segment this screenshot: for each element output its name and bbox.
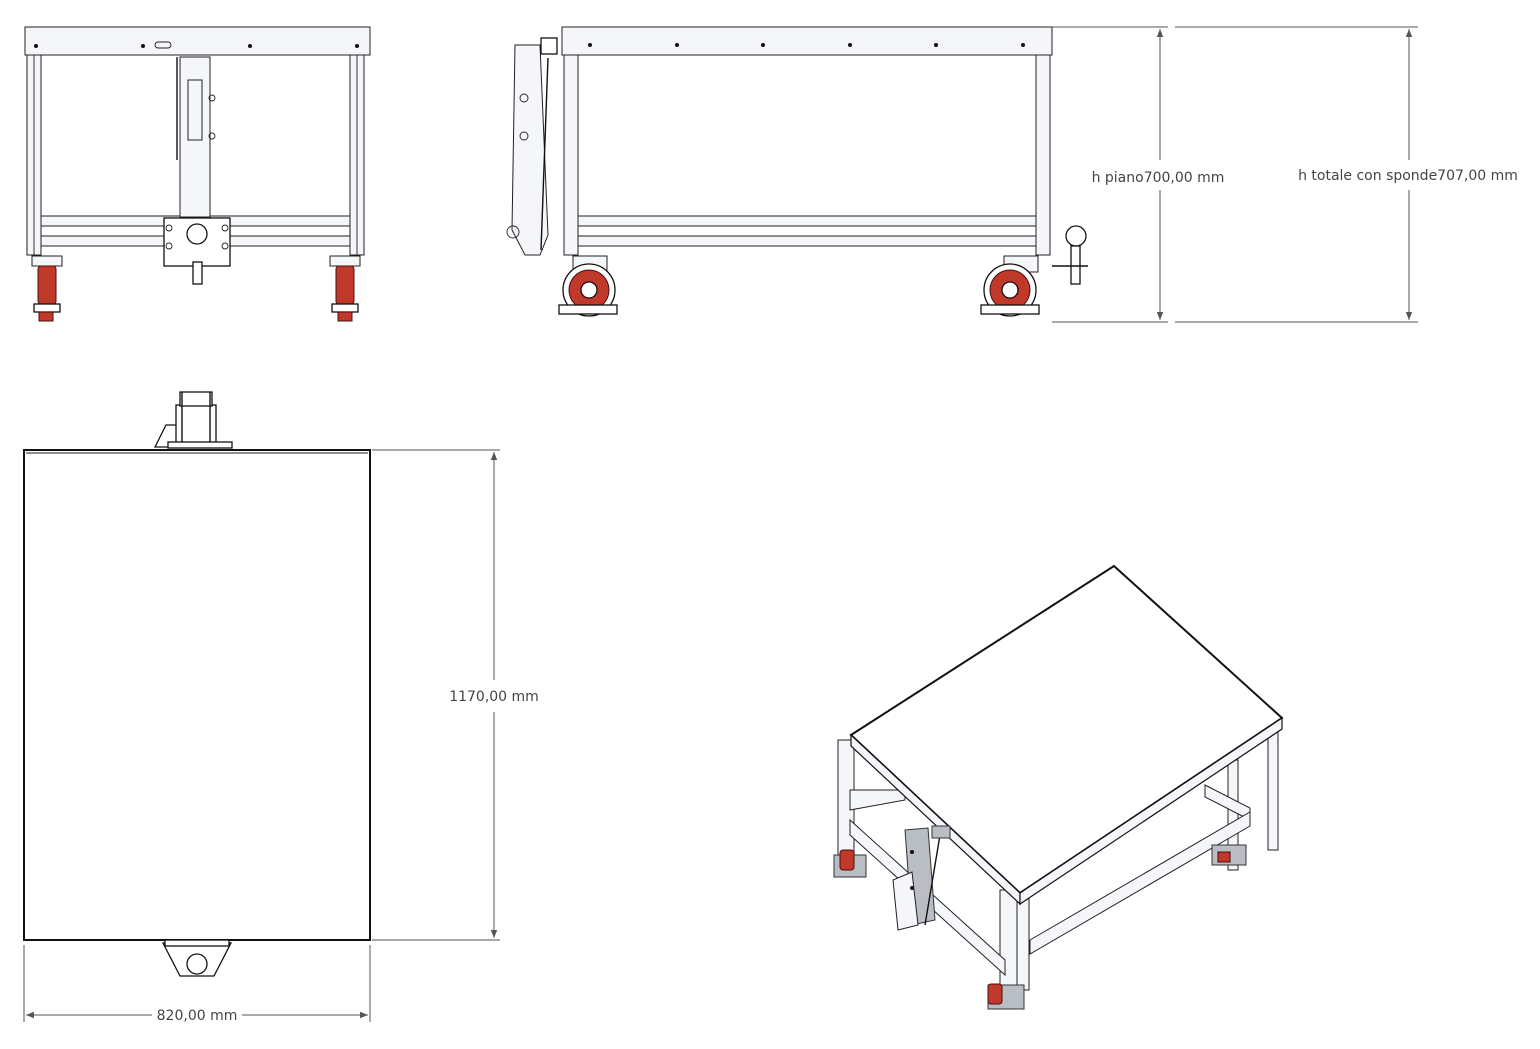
top-view — [23, 391, 371, 977]
front-view — [24, 26, 371, 322]
dimension-width: 820,00 mm — [23, 945, 371, 1024]
side-view — [506, 26, 1088, 317]
isometric-view — [833, 564, 1284, 1010]
dimension-h-piano: h piano700,00 mm — [1052, 26, 1225, 323]
dim-label-h-piano: h piano700,00 mm — [1092, 170, 1225, 186]
dimension-h-totale: h totale con sponde707,00 mm — [1175, 26, 1518, 323]
dim-label-length: 1170,00 mm — [449, 689, 539, 705]
dimension-length: 1170,00 mm — [372, 449, 539, 941]
dim-label-width: 820,00 mm — [157, 1008, 238, 1024]
dim-label-h-totale: h totale con sponde707,00 mm — [1298, 168, 1518, 184]
